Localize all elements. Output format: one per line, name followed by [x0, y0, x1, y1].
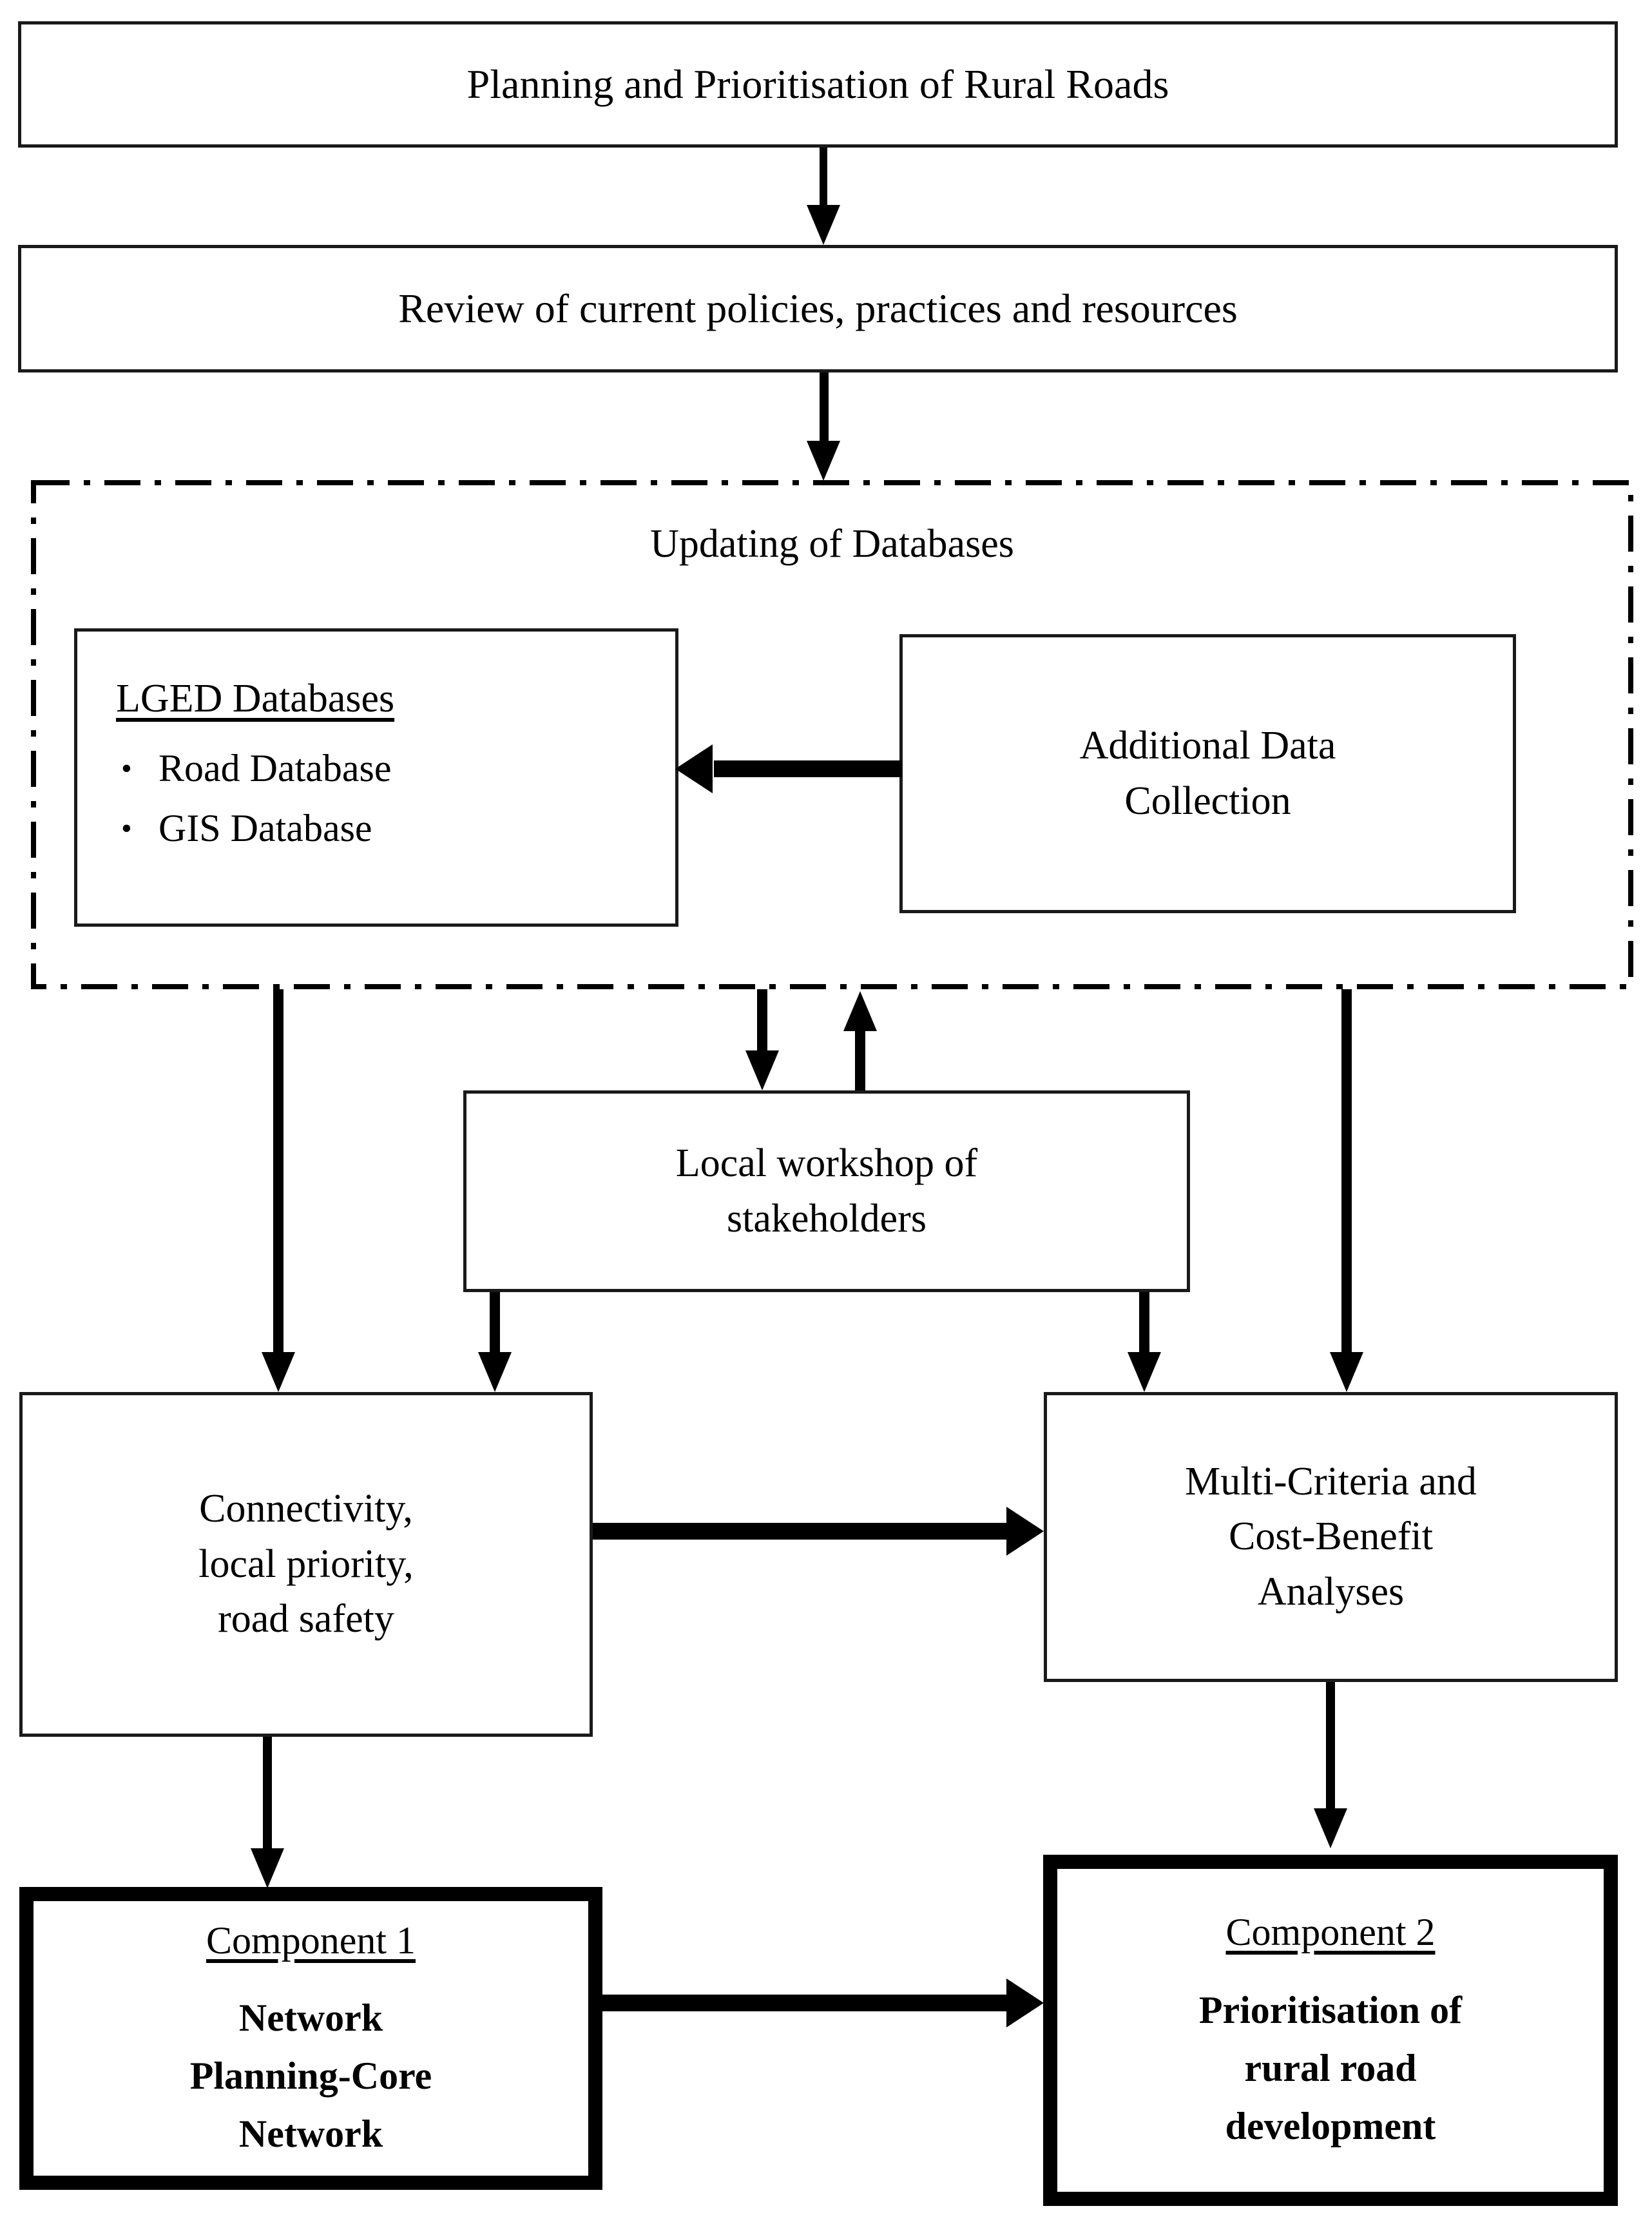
- list-item-label: Road Database: [158, 746, 392, 789]
- node-review-label: Review of current policies, practices an…: [398, 285, 1238, 331]
- edge-updating-workshop-arrowhead: [745, 1050, 779, 1090]
- node-analyses-label: Multi-Criteria and Cost-Benefit Analyses: [1185, 1459, 1477, 1614]
- edge-component1-component2-line: [602, 1995, 1008, 2011]
- edge-updating-connectivity-line: [273, 989, 283, 1369]
- node-lged-databases[interactable]: LGED Databases • Road Database • GIS Dat…: [74, 628, 678, 927]
- node-review[interactable]: Review of current policies, practices an…: [18, 245, 1618, 372]
- node-component-1[interactable]: Component 1 Network Planning-Core Networ…: [19, 1887, 602, 2190]
- edge-workshop-analyses-arrowhead: [1128, 1352, 1161, 1392]
- edge-workshop-connectivity-arrowhead: [478, 1352, 512, 1392]
- node-lged-databases-heading: LGED Databases: [116, 677, 395, 720]
- edge-workshop-updating-arrowhead: [843, 991, 877, 1031]
- node-additional-data-collection[interactable]: Additional Data Collection: [899, 634, 1516, 913]
- node-connectivity-label: Connectivity, local priority, road safet…: [198, 1487, 414, 1641]
- node-local-workshop[interactable]: Local workshop of stakeholders: [463, 1090, 1190, 1292]
- node-additional-data-collection-label: Additional Data Collection: [1079, 723, 1336, 823]
- edge-updating-workshop-line: [757, 989, 767, 1060]
- node-lged-databases-content: LGED Databases • Road Database • GIS Dat…: [116, 672, 662, 858]
- node-lged-databases-list: • Road Database • GIS Database: [116, 739, 662, 858]
- edge-connectivity-component1-arrowhead: [251, 1848, 284, 1888]
- edge-workshop-analyses-line: [1139, 1292, 1149, 1369]
- edge-planning-review-arrowhead: [807, 205, 840, 245]
- edge-review-updating-line: [820, 372, 829, 447]
- edge-updating-analyses-arrowhead: [1330, 1352, 1363, 1392]
- bullet-icon: •: [121, 811, 132, 846]
- node-planning[interactable]: Planning and Prioritisation of Rural Roa…: [18, 21, 1618, 148]
- list-item: • Road Database: [116, 739, 662, 798]
- node-local-workshop-label: Local workshop of stakeholders: [675, 1141, 978, 1241]
- node-component-1-body: Network Planning-Core Network: [189, 1997, 432, 2156]
- edge-workshop-updating-line: [855, 1030, 865, 1092]
- node-analyses[interactable]: Multi-Criteria and Cost-Benefit Analyses: [1044, 1392, 1618, 1682]
- edge-workshop-connectivity-line: [490, 1292, 500, 1369]
- edge-component1-component2-arrowhead: [1006, 1978, 1044, 2027]
- bullet-icon: •: [121, 751, 132, 786]
- node-component-2[interactable]: Component 2 Prioritisation of rural road…: [1043, 1855, 1618, 2206]
- edge-connectivity-component1-line: [263, 1737, 272, 1869]
- list-item: • GIS Database: [116, 798, 662, 858]
- edge-analyses-component2-arrowhead: [1314, 1808, 1347, 1848]
- edge-analyses-component2-line: [1326, 1682, 1335, 1824]
- edge-connectivity-analyses-arrowhead: [1006, 1507, 1044, 1556]
- edge-updating-analyses-line: [1341, 989, 1352, 1369]
- group-updating-databases: Updating of Databases LGED Databases • R…: [31, 480, 1633, 989]
- group-updating-databases-title: Updating of Databases: [650, 522, 1014, 566]
- node-component-2-body: Prioritisation of rural road development: [1198, 1988, 1463, 2147]
- node-component-1-heading: Component 1: [206, 1919, 416, 1962]
- edge-planning-review-line: [820, 148, 827, 222]
- node-connectivity[interactable]: Connectivity, local priority, road safet…: [19, 1392, 593, 1737]
- node-planning-label: Planning and Prioritisation of Rural Roa…: [466, 61, 1169, 107]
- edge-additional-lged-line: [714, 760, 902, 777]
- list-item-label: GIS Database: [158, 806, 372, 849]
- edge-connectivity-analyses-line: [593, 1523, 1008, 1540]
- edge-review-updating-arrowhead: [807, 441, 840, 481]
- node-component-2-heading: Component 2: [1225, 1911, 1436, 1954]
- edge-updating-connectivity-arrowhead: [262, 1352, 295, 1392]
- edge-additional-lged-arrowhead: [675, 744, 713, 793]
